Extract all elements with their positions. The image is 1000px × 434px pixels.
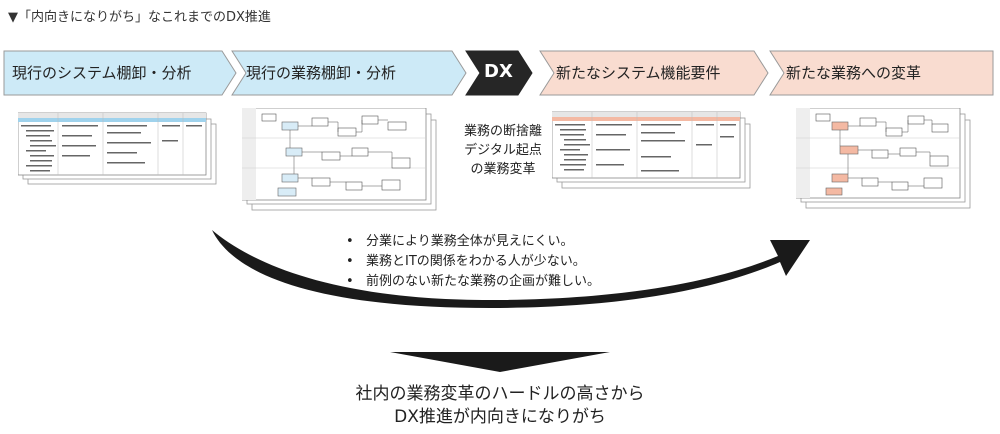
step-label-current-system: 現行のシステム棚卸・分析 <box>12 64 192 82</box>
conclusion-line: 社内の業務変革のハードルの高さから <box>355 384 645 404</box>
issue-item: 分業により業務全体が見えにくい。 <box>346 232 600 252</box>
page-heading: ▼「内向きになりがち」なこれまでのDX推進 <box>8 10 271 25</box>
curve-arrow-body <box>212 230 810 308</box>
step-label-new-system: 新たなシステム機能要件 <box>556 64 721 82</box>
step-shape-current-system <box>3 50 237 96</box>
issue-list: 分業により業務全体が見えにくい。 業務とITの関係をわかる人が少ない。 前例のな… <box>346 232 600 292</box>
down-arrow <box>390 352 610 372</box>
process-curve-arrow <box>212 230 810 308</box>
step-shape-dx <box>465 50 533 96</box>
conclusion-line: DX推進が内向きになりがち <box>394 407 606 427</box>
step-label-new-business: 新たな業務への変革 <box>786 64 922 82</box>
dx-description-line: 業務の断捨離 <box>463 124 542 139</box>
step-label-current-business: 現行の業務棚卸・分析 <box>246 64 397 82</box>
dx-description-line: の業務変革 <box>470 162 536 177</box>
down-arrow-shape <box>390 352 610 372</box>
step-shape-current-business <box>231 50 467 96</box>
conclusion: 社内の業務変革のハードルの高さから DX推進が内向きになりがち <box>250 383 750 429</box>
step-shape-new-business <box>769 50 994 96</box>
dx-description: 業務の断捨離 デジタル起点 の業務変革 <box>444 122 562 179</box>
business-flow-thumbnail <box>242 108 438 212</box>
dx-description-line: デジタル起点 <box>464 143 542 158</box>
new-system-requirements-thumbnail <box>552 110 752 190</box>
process-flow <box>3 50 994 96</box>
issue-item: 業務とITの関係をわかる人が少ない。 <box>346 252 600 272</box>
system-inventory-thumbnail <box>18 110 218 186</box>
issue-item: 前例のない新たな業務の企画が難しい。 <box>346 272 600 292</box>
step-label-dx: DX <box>484 61 513 82</box>
new-business-flow-thumbnail <box>796 108 972 210</box>
step-shape-new-system <box>539 50 769 96</box>
